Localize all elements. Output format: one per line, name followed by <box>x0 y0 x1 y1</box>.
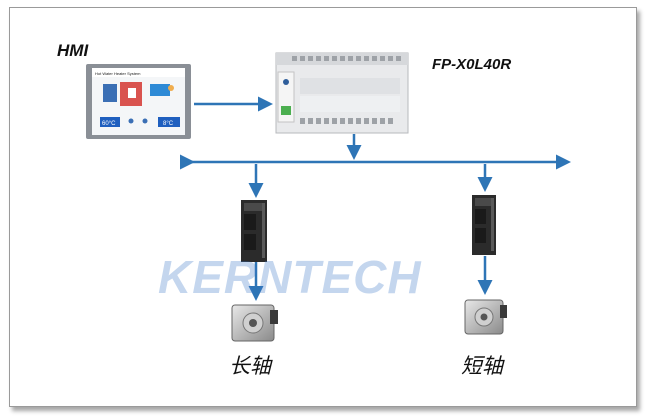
hmi-panel: Hot Water Heater System 60°C 8°C <box>86 64 191 139</box>
hmi-temp-left <box>100 117 120 127</box>
watermark-logo: KERNTECH <box>158 251 422 303</box>
servo-drive-long-axis <box>241 200 267 262</box>
plc-model-label: FP-X0L40R <box>432 56 512 73</box>
long-axis-label: 长轴 <box>229 354 271 378</box>
hmi-screen-title: Hot Water Heater System <box>95 71 141 76</box>
hmi-label: HMI <box>57 41 89 60</box>
servo-drive-short-axis <box>472 195 496 255</box>
servo-motor-short-axis <box>464 299 507 335</box>
hmi-temp-left-text: 60°C <box>102 121 116 127</box>
hmi-tank-left <box>103 84 117 102</box>
short-axis-label: 短轴 <box>461 354 503 378</box>
servo-motor-long-axis <box>231 304 278 342</box>
plc-unit <box>275 52 409 134</box>
hmi-flow <box>150 84 170 96</box>
hmi-temp-right-text: 8°C <box>163 121 174 127</box>
hmi-temp-right <box>158 117 180 127</box>
plc-top-terminals <box>292 56 401 61</box>
plc-bottom-terminals <box>300 118 393 124</box>
